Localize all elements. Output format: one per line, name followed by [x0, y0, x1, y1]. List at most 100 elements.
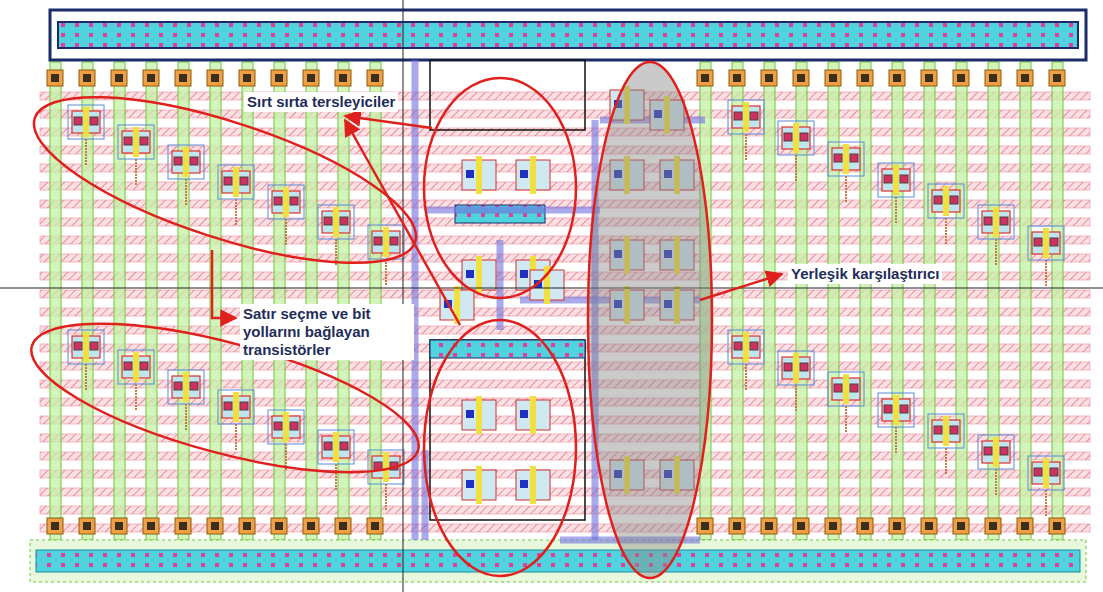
access-transistor [928, 414, 964, 474]
access-transistor [728, 100, 764, 160]
inverter-transistor [516, 396, 550, 434]
via-contact [729, 70, 745, 86]
via-contact [857, 518, 873, 534]
via-contact [143, 70, 159, 86]
access-transistor [118, 350, 154, 410]
metal-strip [860, 62, 871, 540]
metal-strip [178, 62, 189, 540]
via-contact [793, 70, 809, 86]
access-transistor [878, 163, 914, 223]
via-contact [985, 518, 1001, 534]
via-contact [79, 518, 95, 534]
metal-strip [82, 62, 93, 540]
via-contact [303, 518, 319, 534]
via-contact [761, 518, 777, 534]
via-contact [367, 518, 383, 534]
via-contact [697, 518, 713, 534]
access-transistor [778, 121, 814, 181]
access-transistor [978, 205, 1014, 265]
inverter-transistor [516, 156, 550, 194]
access-transistor [218, 165, 254, 225]
metal-strip [828, 62, 839, 540]
access-transistor [1028, 456, 1064, 516]
via-contact [111, 70, 127, 86]
via-contact [111, 518, 127, 534]
metal-strip [50, 62, 61, 540]
highlight-ellipse [424, 320, 576, 576]
via-contact [239, 70, 255, 86]
inverter-transistor [462, 396, 496, 434]
highlight-ellipse [18, 293, 433, 503]
via-contact [953, 518, 969, 534]
via-contact [47, 70, 63, 86]
via-contact [143, 518, 159, 534]
access-transistor [268, 185, 304, 245]
via-contact [47, 518, 63, 534]
via-contact [335, 518, 351, 534]
access-transistor [268, 410, 304, 470]
access-transistor [368, 450, 404, 510]
metal-strip [988, 62, 999, 540]
metal-strip [306, 62, 317, 540]
metal-strip [338, 62, 349, 540]
via-contact [1049, 518, 1065, 534]
bottom-rail-outline [30, 540, 1086, 582]
callout-label: Satır seçme ve bit yollarını bağlayan tr… [240, 304, 414, 360]
access-transistor [168, 145, 204, 205]
via-contact [1017, 70, 1033, 86]
access-transistor [218, 390, 254, 450]
inverter-transistor [462, 156, 496, 194]
via-contact [921, 518, 937, 534]
via-contact [793, 518, 809, 534]
highlight-ellipse [17, 63, 433, 297]
via-contact [761, 70, 777, 86]
metal-strip [242, 62, 253, 540]
access-transistor [318, 205, 354, 265]
via-contact [303, 70, 319, 86]
via-contact [985, 70, 1001, 86]
via-contact [953, 70, 969, 86]
metal-strip [764, 62, 775, 540]
metal-strip [892, 62, 903, 540]
via-contact [175, 70, 191, 86]
via-contact [271, 70, 287, 86]
metal-strip [956, 62, 967, 540]
access-transistor [928, 184, 964, 244]
highlight-ellipse [424, 78, 576, 298]
callout-label: Yerleşik karşılaştırıcı [788, 264, 942, 284]
via-contact [175, 518, 191, 534]
via-contact [697, 70, 713, 86]
via-contact [825, 70, 841, 86]
access-transistor [118, 125, 154, 185]
metal-wire [497, 240, 504, 330]
via-contact [1049, 70, 1065, 86]
comparator-ellipse [588, 62, 712, 578]
via-contact [239, 518, 255, 534]
via-contact [889, 70, 905, 86]
access-transistor [168, 370, 204, 430]
access-transistor [1028, 226, 1064, 286]
metal-strip [924, 62, 935, 540]
via-contact [367, 70, 383, 86]
leader-arrow [212, 250, 236, 318]
metal-wire [412, 60, 419, 540]
callout-label: Sırt sırta tersleyiciler [244, 92, 398, 112]
bottom-rail [36, 550, 1080, 572]
leader-arrow [700, 274, 782, 300]
inverter-transistor [462, 466, 496, 504]
access-transistor [828, 142, 864, 202]
metal-strip [1020, 62, 1031, 540]
via-contact [825, 518, 841, 534]
via-contact [79, 70, 95, 86]
via-contact [857, 70, 873, 86]
access-transistor [778, 351, 814, 411]
access-transistor [368, 225, 404, 285]
via-contact [207, 518, 223, 534]
via-contact [207, 70, 223, 86]
access-transistor [68, 105, 104, 165]
via-contact [271, 518, 287, 534]
top-rail [58, 22, 1078, 48]
